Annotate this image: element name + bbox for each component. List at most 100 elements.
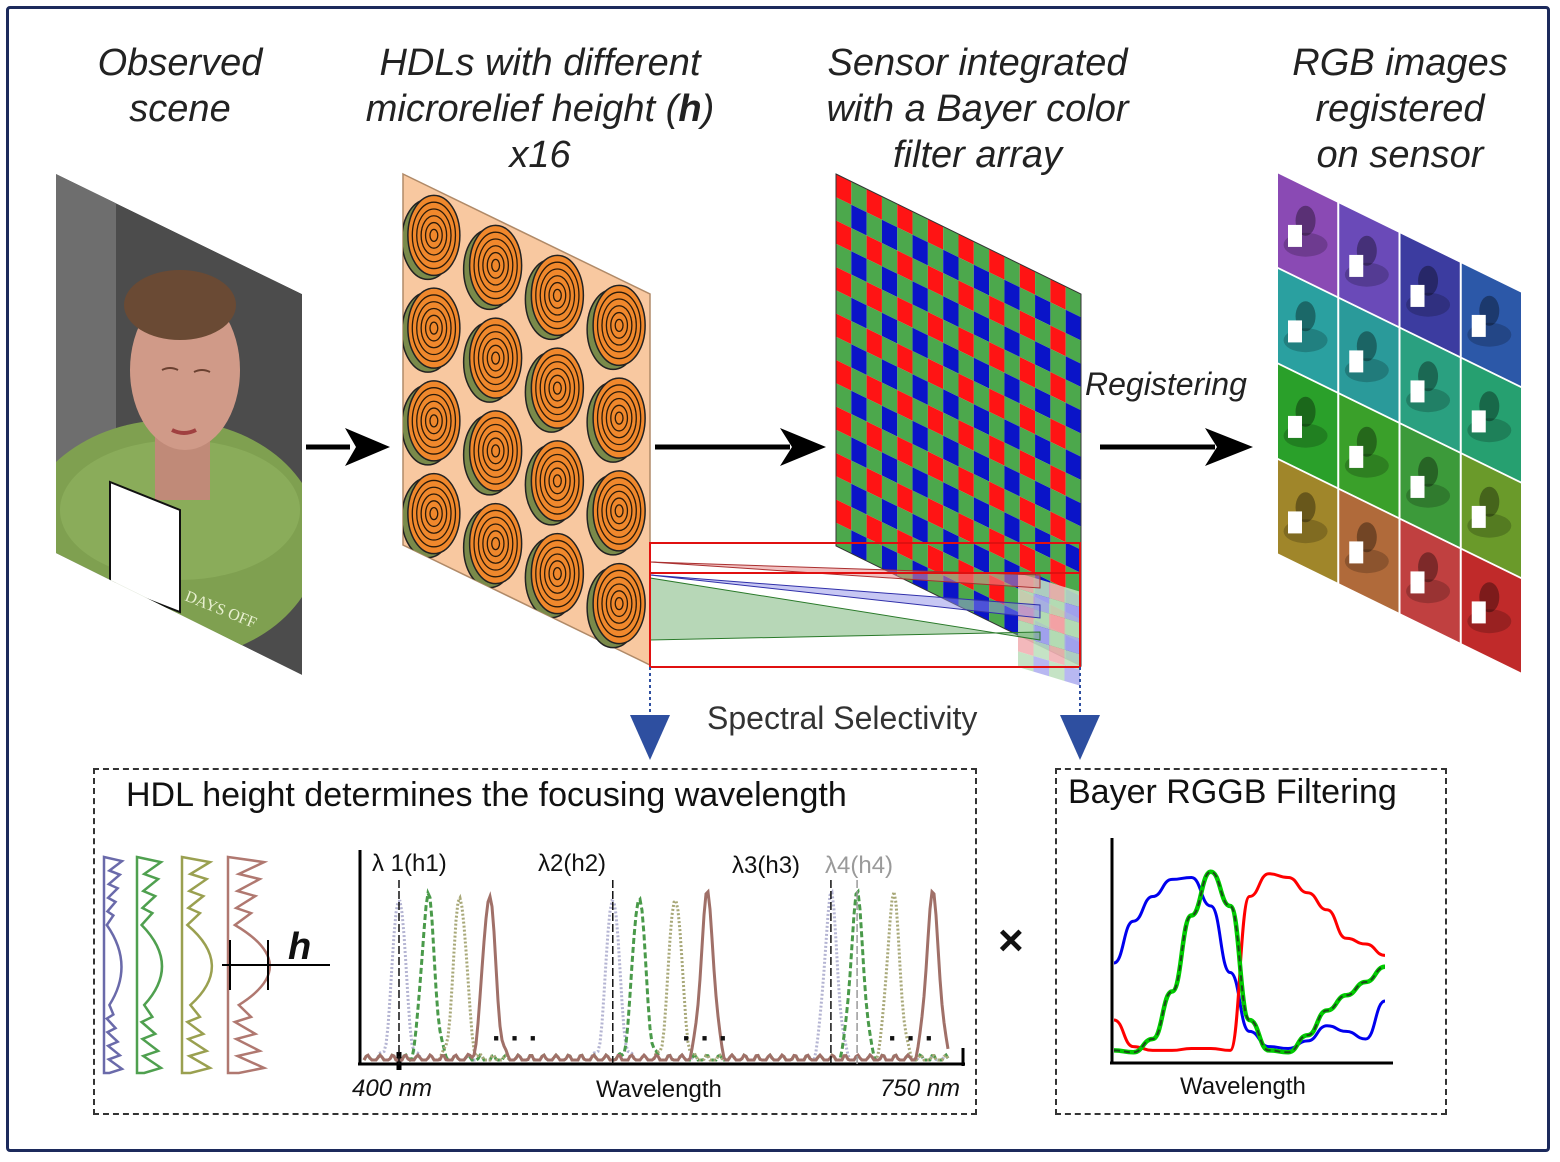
bayer-cell — [927, 451, 944, 483]
lens-face — [592, 377, 646, 459]
lens-ring — [539, 361, 576, 416]
bayer-cell — [1004, 465, 1020, 497]
tile-bg — [1400, 328, 1460, 452]
bayer-cell — [1065, 286, 1081, 318]
bayer-cell — [836, 499, 852, 531]
bayer-cell — [958, 257, 974, 288]
bayer-cell — [836, 453, 852, 484]
bayer-cell — [989, 318, 1005, 350]
bayer-cell — [866, 235, 882, 267]
lens-ring — [596, 384, 642, 452]
tile-white-card — [1349, 445, 1364, 468]
tile-bg — [1278, 268, 1338, 392]
hdl-lens-array — [403, 194, 646, 619]
lens-ring — [614, 504, 624, 518]
bayer-cell — [1019, 426, 1036, 458]
bayer-cell — [1019, 264, 1036, 295]
lens-ring — [473, 417, 518, 485]
hdl-lens — [524, 347, 585, 433]
tile-bg — [1400, 519, 1460, 643]
bayer-cell — [836, 383, 852, 414]
bayer-cell — [851, 483, 867, 515]
bayer-cell — [851, 274, 867, 306]
bayer-cell — [1035, 480, 1051, 512]
bayer-cell — [866, 491, 882, 522]
figure-border — [6, 6, 1550, 1152]
title-line: microrelief height (h) — [330, 86, 750, 132]
tile-white-card — [1471, 314, 1486, 337]
lens-ring — [543, 460, 571, 502]
rgb-image-tile — [1461, 358, 1521, 482]
bayer-cell — [866, 444, 882, 476]
hdl-lens — [403, 380, 461, 466]
bayer-cell — [927, 405, 944, 436]
hdl-lens — [462, 410, 523, 496]
lens-ring — [552, 288, 562, 303]
lens-profile — [135, 855, 165, 1075]
tile-white-card — [1410, 475, 1425, 498]
lens-ring — [610, 590, 629, 618]
bayer-cell — [973, 497, 990, 528]
bayer-cell — [1065, 542, 1081, 573]
lens-face — [468, 224, 523, 307]
bayer-cell — [1004, 326, 1020, 357]
lens-face — [592, 284, 646, 367]
hdl-lens — [403, 287, 461, 373]
hdl-lens — [403, 472, 461, 559]
bayer-cell — [912, 351, 928, 382]
lens-ring — [416, 393, 452, 448]
hdl-lens — [586, 377, 646, 463]
tile-bg — [1339, 394, 1399, 518]
title-line: Observed — [97, 42, 263, 84]
tile-white-card — [1349, 541, 1364, 564]
bayer-cell — [973, 474, 990, 505]
bayer-response-chart — [1110, 838, 1393, 1065]
bayer-cell — [1065, 495, 1081, 527]
bayer-cell — [851, 414, 867, 445]
bayer-cell — [851, 507, 867, 538]
bayer-cell — [943, 249, 959, 281]
bayer-cell — [973, 404, 990, 435]
lens-ring — [548, 560, 567, 588]
tile-bg — [1461, 358, 1521, 482]
bayer-cell — [912, 281, 928, 312]
lens-ring — [486, 437, 505, 465]
lens-ring — [429, 414, 439, 428]
rgb-image-tile — [1400, 424, 1460, 548]
lens-ring — [411, 294, 457, 362]
bayer-cell — [912, 327, 928, 359]
tile-white-card — [1288, 511, 1302, 534]
bayer-series-B — [1113, 875, 1386, 1051]
bayer-cell — [927, 381, 944, 413]
rgb-image-tile — [1461, 549, 1521, 673]
bayer-cell — [973, 450, 990, 482]
lens-ring — [543, 553, 571, 594]
lens-ring — [543, 275, 571, 316]
bayer-cell — [1065, 333, 1081, 364]
bayer-cell — [836, 243, 852, 275]
lens-ring — [614, 411, 624, 425]
lens-ring — [601, 298, 637, 353]
bayer-cell — [927, 312, 944, 343]
bayer-cell — [866, 421, 882, 453]
bayer-cell — [912, 467, 928, 498]
bayer-cell — [851, 204, 867, 236]
lambda2-label: λ2(h2) — [538, 850, 607, 877]
lens-ring — [601, 576, 637, 631]
bayer-patch-cell — [1049, 629, 1065, 650]
bayer-cell — [866, 468, 882, 499]
rgb-image-tile — [1278, 459, 1338, 583]
bayer-cell — [897, 250, 913, 282]
bayer-cell — [866, 398, 882, 429]
bayer-cell — [1004, 279, 1020, 311]
bayer-patch-cell — [1018, 635, 1034, 656]
bayer-cell — [881, 429, 898, 460]
bayer-cell — [1050, 418, 1066, 450]
bayer-cell — [958, 513, 974, 544]
bayer-cell — [927, 498, 944, 529]
lens-ring — [477, 423, 514, 478]
x-max-label: 750 nm — [880, 1075, 961, 1102]
hdl-lens — [403, 194, 461, 281]
bayer-cell — [958, 489, 974, 521]
title-text: microrelief height ( — [365, 88, 679, 130]
